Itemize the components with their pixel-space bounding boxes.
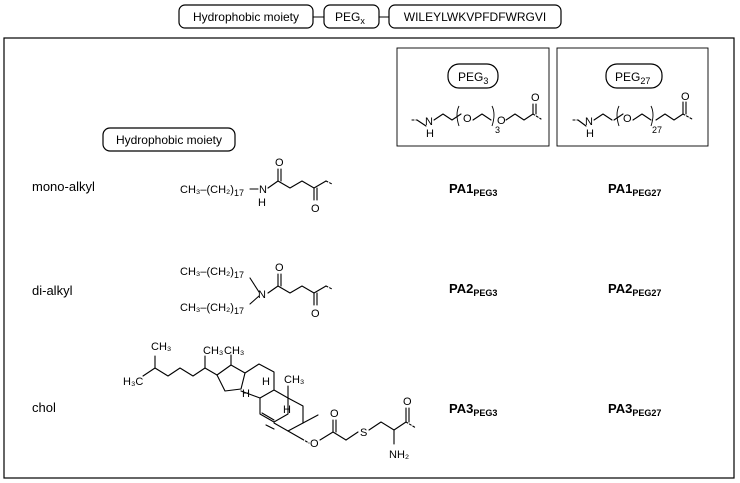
- mono-alkyl-h: H: [258, 197, 266, 209]
- chol-nh2: NH₂: [389, 449, 409, 461]
- chol-ester-o: O: [310, 438, 319, 450]
- peg3-o2-atom: O: [497, 115, 506, 127]
- mono-alkyl-chain: CH₃–(CH₂)17: [180, 184, 244, 198]
- peg27-panel: [556, 47, 709, 147]
- peg27-n-atom: N: [585, 116, 593, 128]
- hydrophobic-header-pill: [102, 127, 236, 152]
- chol-ch3-c19: CH₃: [284, 374, 304, 386]
- compound-pa2-peg27: PA2PEG27: [608, 281, 661, 298]
- peptide-sequence: WILEYLWKVPFDFWRGVI: [404, 10, 546, 24]
- di-alkyl-chain-1: CH₃–(CH₂)17: [180, 266, 244, 280]
- chol-h-c8: H: [283, 404, 291, 416]
- row-label-mono-alkyl: mono-alkyl: [32, 179, 95, 194]
- chol-s: S: [360, 427, 367, 439]
- compound-pa3-peg27: PA3PEG27: [608, 401, 661, 418]
- mono-alkyl-o1: O: [275, 157, 284, 169]
- peg3-o-atom: O: [463, 113, 472, 125]
- chol-h-c9: H: [262, 376, 270, 388]
- chol-ch3-c20: CH₃: [203, 345, 223, 357]
- peg3-repeat-count: 3: [495, 125, 500, 135]
- peg27-label: PEG27: [615, 70, 650, 86]
- compound-pa2-peg3: PA2PEG3: [449, 281, 497, 298]
- compound-pa1-peg3: PA1PEG3: [449, 181, 497, 198]
- peg27-carbonyl-o: O: [681, 91, 690, 103]
- peg3-carbonyl-o: O: [531, 92, 540, 104]
- chol-ch3-c18: CH₃: [224, 345, 244, 357]
- chol-c-term-o: O: [403, 396, 412, 408]
- mono-alkyl-structure: CH₃–(CH₂)17 H N O O: [180, 157, 333, 215]
- di-alkyl-chain-2: CH₃–(CH₂)17: [180, 302, 244, 316]
- cholesterol-structure: H₃C CH₃ CH₃ CH₃ H H CH₃ H O O S: [123, 341, 417, 461]
- peg27-pill: [605, 63, 663, 89]
- chol-carbonyl-o: O: [330, 408, 339, 420]
- mono-alkyl-o2: O: [311, 203, 320, 215]
- peg3-n-atom: N: [425, 116, 433, 128]
- peptide-box: [388, 4, 562, 29]
- chol-h3c: H₃C: [123, 376, 143, 388]
- peg27-h-atom: H: [586, 128, 594, 140]
- hydrophobic-header-label: Hydrophobic moiety: [116, 133, 222, 147]
- compound-pa3-peg3: PA3PEG3: [449, 401, 497, 418]
- row-label-di-alkyl: di-alkyl: [32, 283, 73, 298]
- peg3-pill: [447, 63, 499, 89]
- di-alkyl-o1: O: [275, 262, 284, 274]
- peg27-header: PEG27 N H O 27 O: [556, 47, 709, 147]
- di-alkyl-structure: CH₃–(CH₂)17 CH₃–(CH₂)17 N O O: [180, 262, 333, 320]
- peg3-label: PEG3: [458, 70, 488, 86]
- di-alkyl-o2: O: [311, 308, 320, 320]
- peg27-repeat-count: 27: [652, 125, 662, 135]
- peg3-h-atom: H: [426, 128, 434, 140]
- peg3-header: PEG3 N H O 3 O O: [396, 47, 550, 147]
- peg-x-label: PEGx: [335, 10, 365, 26]
- chol-ch3-top: CH₃: [151, 341, 171, 353]
- hydrophobic-moiety-label: Hydrophobic moiety: [193, 10, 299, 24]
- row-label-chol: chol: [32, 400, 56, 415]
- compound-pa1-peg27: PA1PEG27: [608, 181, 661, 198]
- schematic-header: Hydrophobic moiety PEGx WILEYLWKVPFDFWRG…: [178, 4, 562, 29]
- table-frame: [3, 37, 735, 479]
- di-alkyl-n: N: [258, 289, 266, 301]
- mono-alkyl-n: N: [259, 184, 267, 196]
- peg3-panel: [396, 47, 550, 147]
- chol-h-c14: H: [242, 388, 250, 400]
- peg27-o-atom: O: [623, 113, 632, 125]
